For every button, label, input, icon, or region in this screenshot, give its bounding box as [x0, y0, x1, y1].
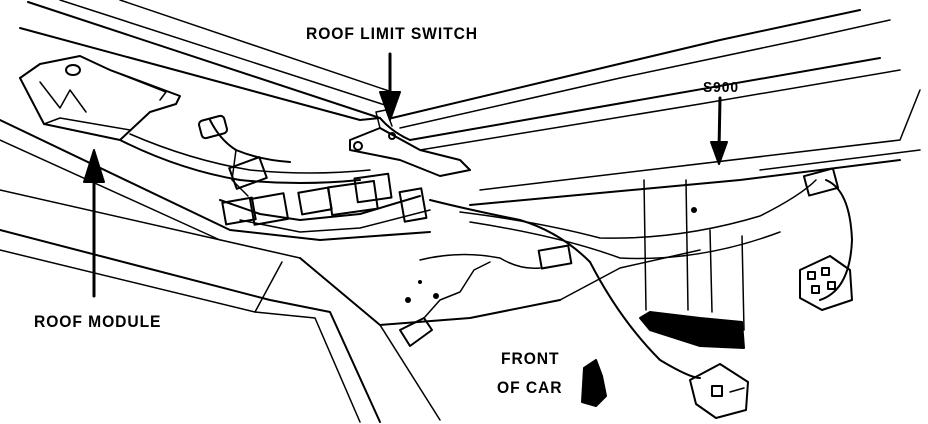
roof-limit-switch-label: ROOF LIMIT SWITCH	[306, 24, 479, 43]
roof-panel-outline	[19, 0, 921, 206]
switch-plug	[799, 255, 853, 311]
roof-module-bracket	[19, 55, 181, 141]
s900-area	[639, 179, 745, 349]
s900-arrow	[710, 96, 728, 165]
front-connector	[689, 363, 749, 419]
front-of-car-arrow	[581, 359, 607, 407]
roof-limit-switch-arrow	[379, 52, 401, 121]
s900-label: S900	[703, 79, 739, 96]
front-of-car-label-line1: FRONT	[501, 349, 560, 368]
roof-module-arrow	[83, 149, 105, 298]
dome-lamp-socket	[399, 261, 491, 347]
front-of-car-label-line2: OF CAR	[497, 378, 563, 397]
roof-module-label: ROOF MODULE	[34, 312, 162, 331]
wiring-harness	[119, 119, 853, 379]
headliner-body	[0, 119, 701, 423]
harness-connectors	[198, 114, 840, 270]
